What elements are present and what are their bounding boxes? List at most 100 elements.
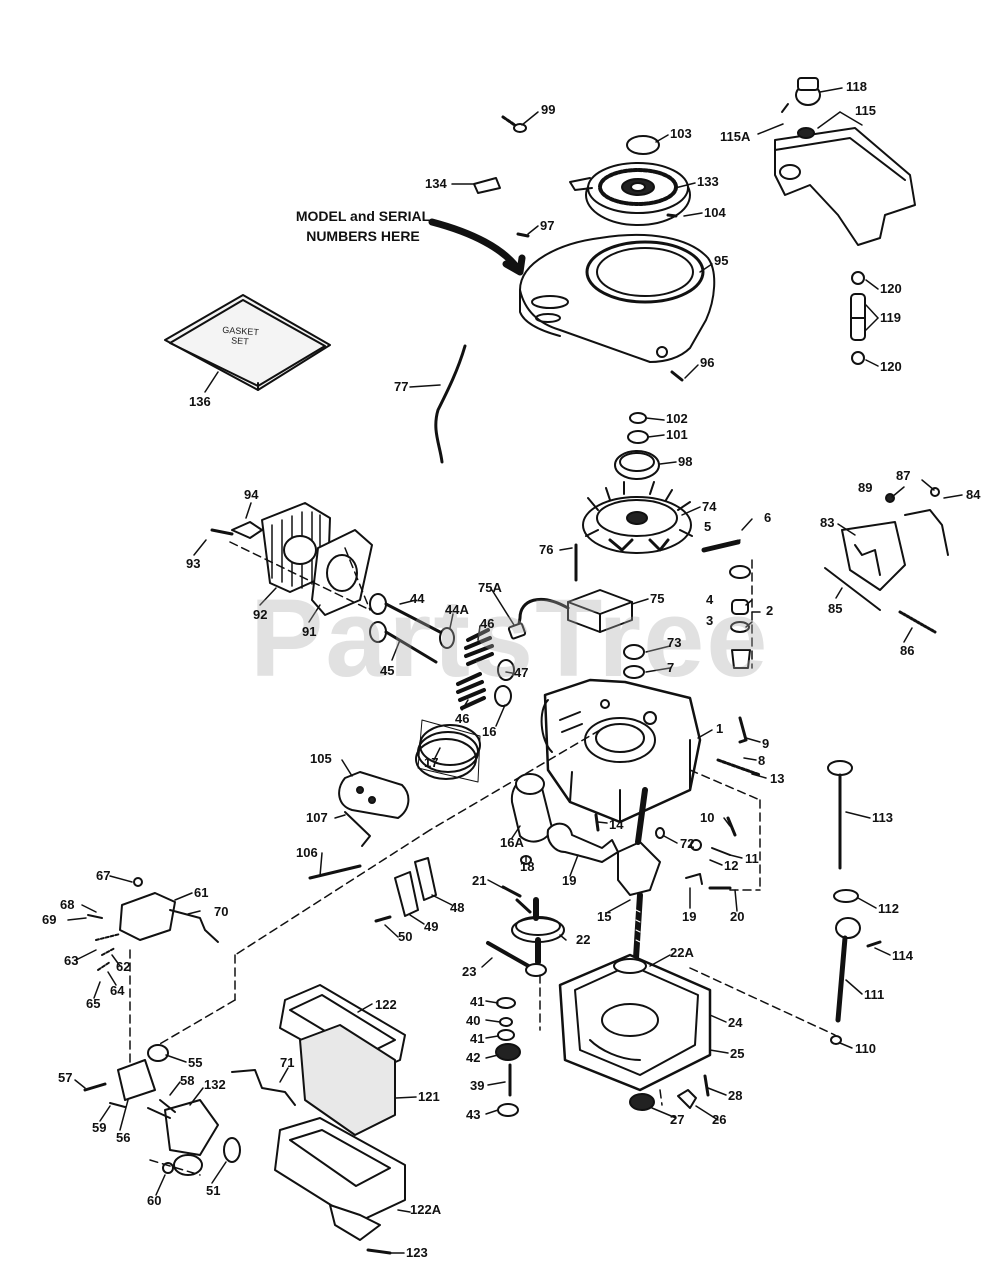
callout-67: 67 [96, 868, 111, 883]
callout-98: 98 [678, 454, 693, 469]
callout-46: 46 [480, 616, 495, 631]
callout-48: 48 [450, 900, 465, 915]
callout-69: 69 [42, 912, 57, 927]
callout-7: 7 [667, 660, 675, 675]
callout-60: 60 [147, 1193, 162, 1208]
leader-lines [67, 87, 963, 1254]
callout-4: 4 [706, 592, 714, 607]
callout-92: 92 [253, 607, 268, 622]
callout-76: 76 [539, 542, 554, 557]
callout-40: 40 [466, 1013, 481, 1028]
callout-50: 50 [398, 929, 413, 944]
callout-27: 27 [670, 1112, 685, 1127]
callout-22A: 22A [670, 945, 694, 960]
recoil-starter [569, 135, 691, 226]
callout-111: 111 [864, 987, 885, 1002]
callout-68: 68 [60, 897, 75, 912]
callout-58: 58 [180, 1073, 195, 1088]
governor-parts [495, 997, 521, 1117]
callout-114: 114 [892, 948, 913, 963]
carburetor-lower [83, 1044, 241, 1176]
callout-12: 12 [724, 858, 739, 873]
piston [510, 773, 553, 843]
callout-95: 95 [714, 253, 729, 268]
callout-136: 136 [189, 394, 211, 409]
callout-115: 115 [855, 103, 876, 118]
callout-13: 13 [770, 771, 785, 786]
callout-62: 62 [116, 959, 131, 974]
callout-71: 71 [280, 1055, 295, 1070]
callout-91: 91 [302, 624, 317, 639]
callout-15: 15 [597, 909, 612, 924]
callout-99: 99 [541, 102, 556, 117]
fuel-tank [774, 77, 916, 246]
assembly-lines [129, 541, 836, 1176]
callout-106: 106 [296, 845, 318, 860]
flywheel-assembly [582, 412, 693, 554]
callout-21: 21 [472, 873, 487, 888]
gasket-set-text: GASKET SET [221, 325, 259, 347]
note-arrow [428, 218, 526, 276]
callout-122A: 122A [410, 1202, 442, 1217]
callout-105: 105 [310, 751, 332, 766]
callout-133: 133 [697, 174, 719, 189]
callout-70: 70 [214, 904, 229, 919]
callout-10: 10 [700, 810, 715, 825]
cylinder-head [210, 502, 373, 616]
callout-45: 45 [380, 663, 395, 678]
callout-8: 8 [758, 753, 766, 768]
callout-41b: 41 [470, 1031, 485, 1046]
blower-housing [519, 233, 716, 363]
callout-104: 104 [704, 205, 726, 220]
callout-39: 39 [470, 1078, 485, 1093]
valve-tappets [623, 539, 751, 679]
callout-17: 17 [424, 755, 439, 770]
callout-75A: 75A [478, 580, 502, 595]
callout-84: 84 [966, 487, 981, 502]
callout-6: 6 [764, 510, 772, 525]
breather-parts [685, 716, 762, 890]
callout-51: 51 [206, 1183, 221, 1198]
spark-plug-lead [434, 344, 467, 464]
callout-120b: 120 [880, 359, 902, 374]
carburetor-upper [87, 877, 219, 971]
callout-25: 25 [730, 1046, 745, 1061]
callout-89: 89 [858, 480, 873, 495]
callout-19b: 19 [682, 909, 697, 924]
callout-87: 87 [896, 468, 911, 483]
callout-56: 56 [116, 1130, 131, 1145]
callout-123: 123 [406, 1245, 428, 1260]
callout-132: 132 [204, 1077, 226, 1092]
callout-18: 18 [520, 859, 535, 874]
callout-55: 55 [188, 1055, 203, 1070]
callout-44: 44 [410, 591, 425, 606]
callout-11: 11 [745, 851, 759, 866]
callout-63: 63 [64, 953, 79, 968]
callout-107: 107 [306, 810, 328, 825]
callout-77: 77 [394, 379, 409, 394]
callout-118: 118 [846, 79, 867, 94]
callout-72: 72 [680, 836, 695, 851]
watermark: PartsTree [250, 577, 770, 700]
callout-47: 47 [514, 665, 529, 680]
air-cleaner [231, 984, 406, 1255]
governor-bracket [824, 487, 949, 634]
callout-57: 57 [58, 1070, 73, 1085]
callout-94: 94 [244, 487, 259, 502]
callout-22: 22 [576, 932, 591, 947]
note-line-1: MODEL and SERIAL [295, 208, 431, 224]
connecting-rod [546, 822, 619, 863]
callout-5: 5 [704, 519, 712, 534]
callout-16: 16 [482, 724, 497, 739]
callout-75: 75 [650, 591, 665, 606]
callout-64: 64 [110, 983, 125, 998]
callout-65: 65 [86, 996, 101, 1011]
callout-74: 74 [702, 499, 717, 514]
callout-97: 97 [540, 218, 555, 233]
piston-rings [415, 719, 481, 783]
callout-59: 59 [92, 1120, 107, 1135]
callout-23: 23 [462, 964, 477, 979]
callout-42: 42 [466, 1050, 481, 1065]
callout-120: 120 [880, 281, 902, 296]
callout-1: 1 [716, 721, 724, 736]
